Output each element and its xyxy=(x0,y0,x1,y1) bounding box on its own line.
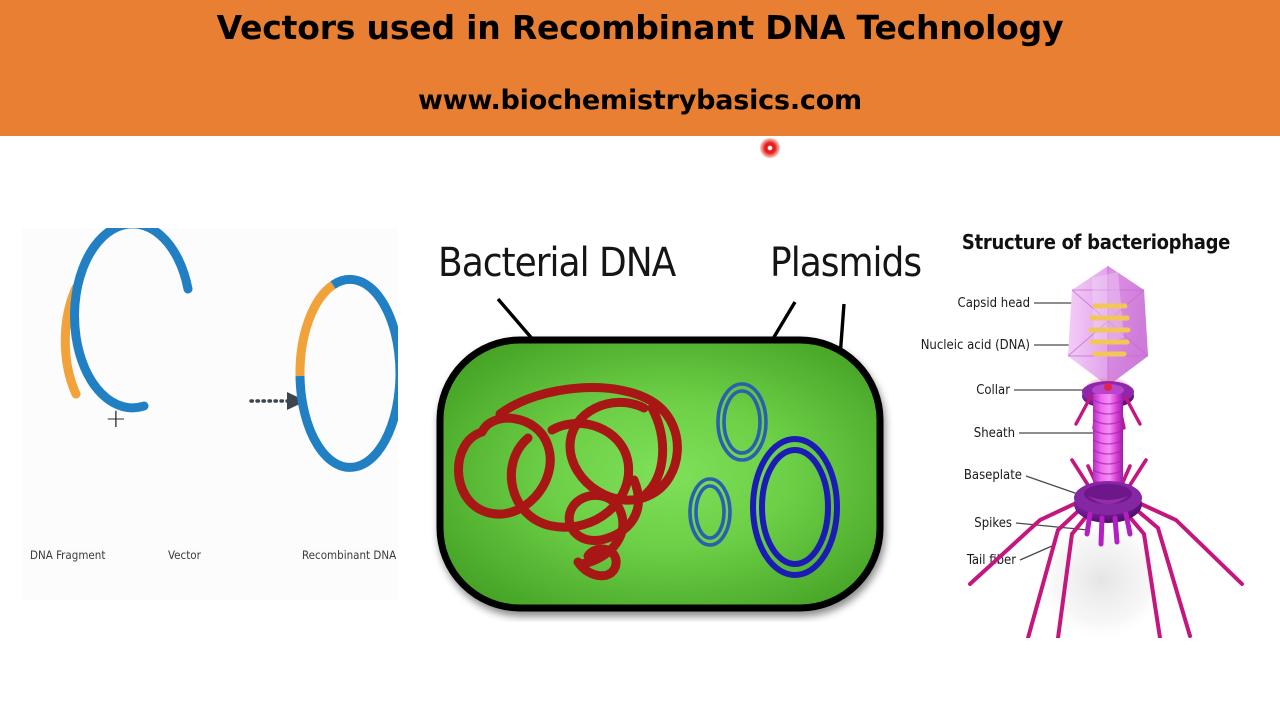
caption-vector: Vector xyxy=(168,548,201,562)
recording-dot-icon xyxy=(760,138,780,158)
vector-open-circle xyxy=(70,219,193,413)
caption-dna-fragment: DNA Fragment xyxy=(30,548,106,562)
recombinant-construction-diagram xyxy=(60,219,405,472)
phage-nucleic-acid xyxy=(1088,303,1131,357)
phage-label-baseplate: Baseplate xyxy=(963,468,1022,483)
phage-panel-title: Structure of bacteriophage xyxy=(961,230,1231,254)
plasmid-large xyxy=(750,436,840,578)
phage-spikes xyxy=(1084,511,1133,547)
plasmid-small-lower xyxy=(688,477,732,547)
transform-arrow-icon xyxy=(249,392,306,410)
recombinant-construction-panel: + DNA Fragment Vector Recombinant DNA xyxy=(22,219,405,600)
website-url: www.biochemistrybasics.com xyxy=(417,85,862,116)
phage-baseplate xyxy=(1074,481,1142,523)
bacteriophage-diagram xyxy=(968,266,1244,638)
phage-capsid-head xyxy=(1067,266,1149,386)
phage-label-spikes: Spikes xyxy=(974,516,1012,531)
bacterial-cell-diagram xyxy=(436,297,884,612)
phage-label-nucleic-acid: Nucleic acid (DNA) xyxy=(920,338,1030,353)
bacterial-cell-panel: Bacterial DNA Plasmids xyxy=(420,232,922,622)
phage-ground-shadow xyxy=(1034,518,1170,638)
phage-label-tail-fiber: Tail fiber xyxy=(966,553,1016,568)
caption-recombinant-dna: Recombinant DNA xyxy=(302,548,397,562)
recombinant-backbone-segment xyxy=(295,274,405,472)
page-title: Vectors used in Recombinant DNA Technolo… xyxy=(216,8,1064,47)
phage-label-capsid-head: Capsid head xyxy=(957,296,1030,311)
phage-label-collar: Collar xyxy=(976,383,1010,398)
plasmid-small-upper xyxy=(716,382,768,462)
bacteriophage-panel: Structure of bacteriophage Capsid head N… xyxy=(912,228,1280,638)
phage-label-sheath: Sheath xyxy=(973,426,1015,441)
header-banner: Vectors used in Recombinant DNA Technolo… xyxy=(0,0,1280,136)
label-bacterial-dna: Bacterial DNA xyxy=(438,240,676,286)
plus-operator: + xyxy=(105,404,127,434)
bacterial-chromosome xyxy=(454,383,682,581)
label-plasmids: Plasmids xyxy=(770,240,922,286)
recombinant-insert-segment xyxy=(295,281,336,377)
